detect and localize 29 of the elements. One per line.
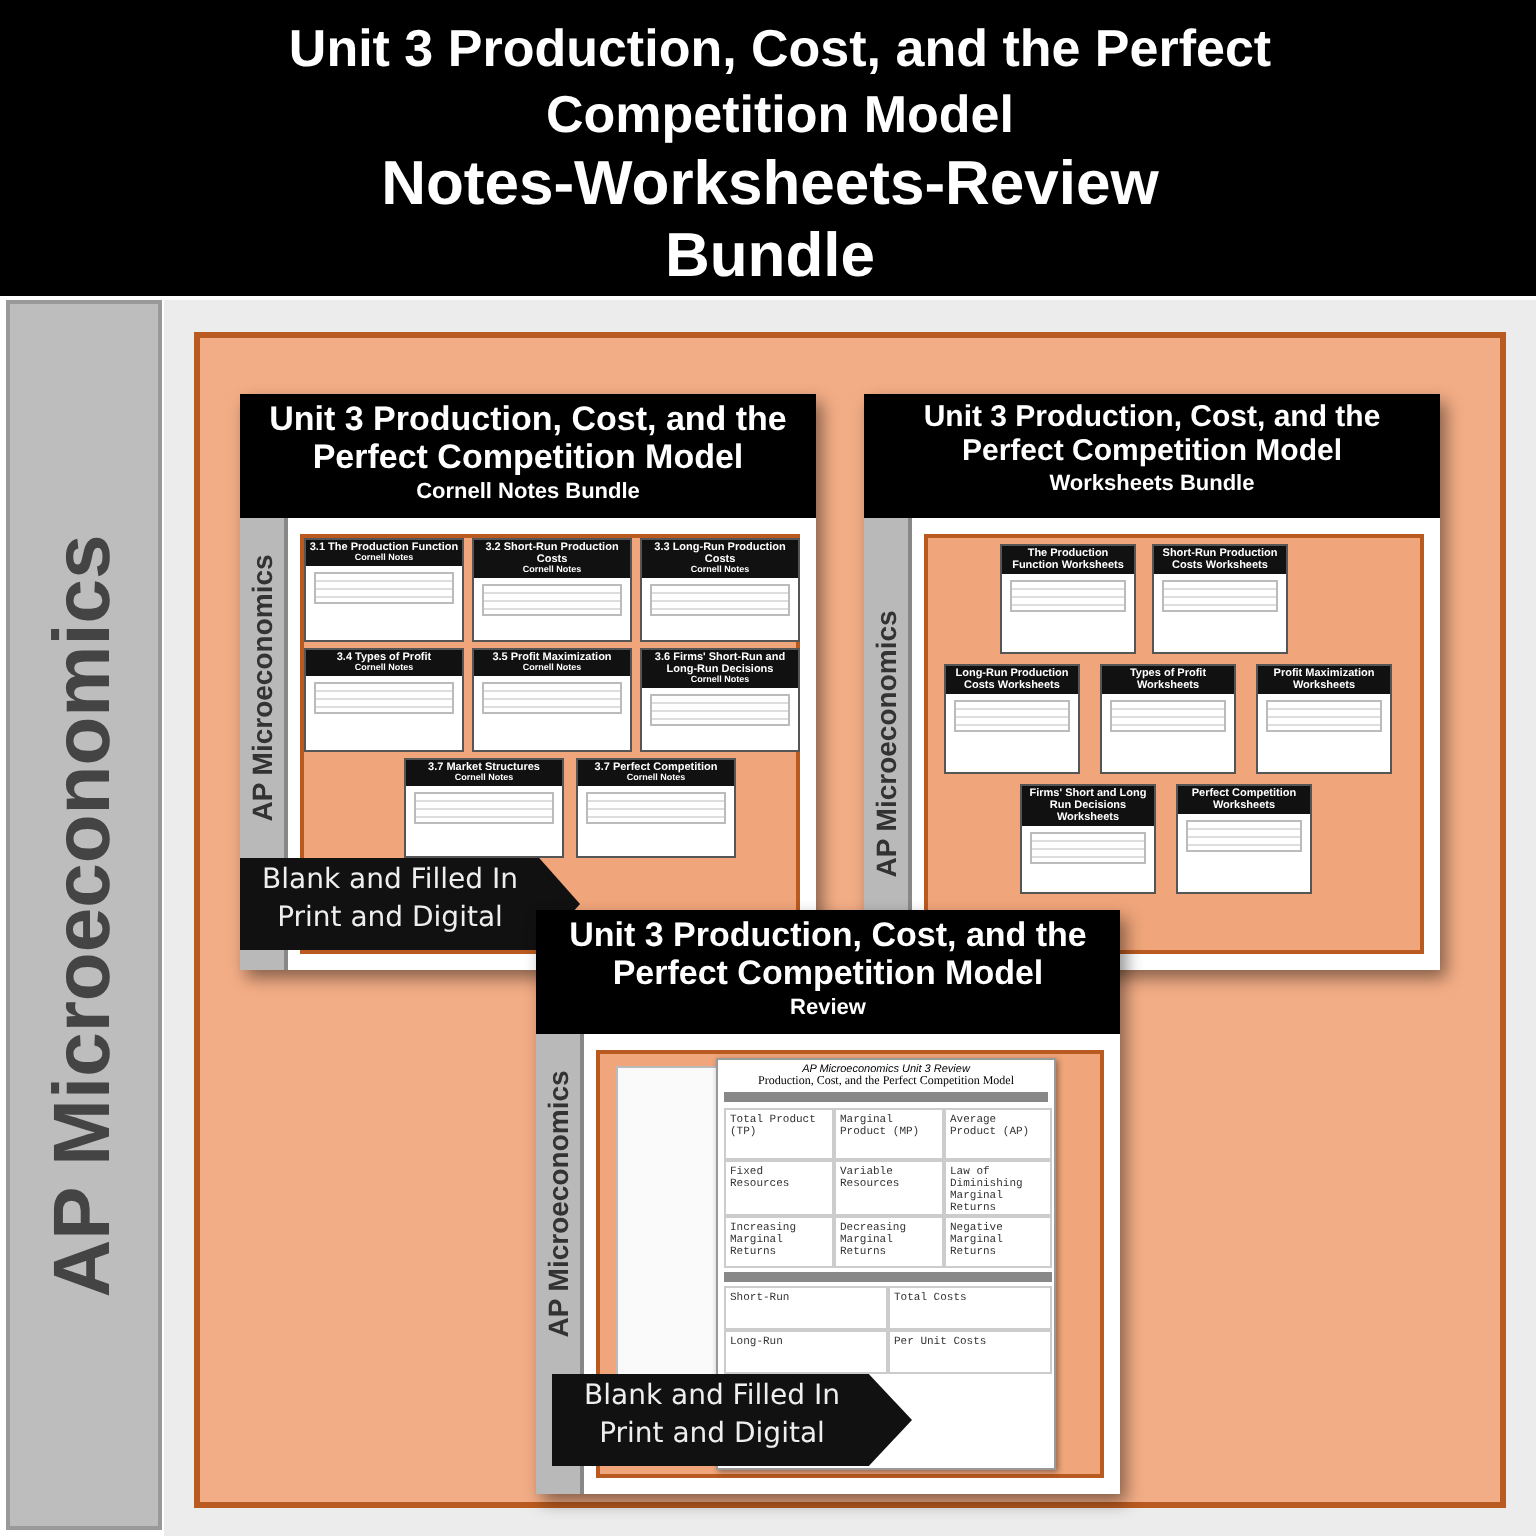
label-banner: Blank and Filled In Print and Digital xyxy=(552,1374,912,1466)
thumbnail-cover xyxy=(640,538,800,642)
side-label: AP Microeconomics xyxy=(542,1070,574,1338)
cover-subtitle: Worksheets Bundle xyxy=(1047,472,1257,496)
thumbnail-cover xyxy=(1176,784,1312,894)
subtitle: Notes-Worksheets-Review Bundle xyxy=(379,148,1161,291)
cover-subtitle: Review xyxy=(788,996,868,1021)
thumbnail-cover xyxy=(472,648,632,752)
thumbnail-cover xyxy=(1152,544,1288,654)
cover-subtitle: Cornell Notes Bundle xyxy=(414,480,642,505)
thumbnail-cover xyxy=(1100,664,1236,774)
cover-title: Unit 3 Production, Cost, and the Perfect Competition Model xyxy=(921,402,1383,468)
thumbnail-cover xyxy=(1256,664,1392,774)
thumbnail-cover xyxy=(640,648,800,752)
side-label: AP Microeconomics xyxy=(870,610,902,878)
title: Unit 3 Production, Cost, and the Perfect Competition Model xyxy=(286,16,1274,146)
thumbnail-cover xyxy=(1000,544,1136,654)
thumbnail-cover xyxy=(404,758,564,858)
thumbnail-cover xyxy=(576,758,736,858)
side-label: AP Microeconomics xyxy=(246,554,278,822)
thumbnail-cover xyxy=(1020,784,1156,894)
thumbnail-cover xyxy=(944,664,1080,774)
side-label: AP Microeconomics xyxy=(39,533,129,1297)
cover-title: Unit 3 Production, Cost, and the Perfect Competition Model xyxy=(267,402,789,477)
review-cover xyxy=(536,910,1120,1494)
thumbnail-cover xyxy=(472,538,632,642)
cover-title: Unit 3 Production, Cost, and the Perfect Competition Model xyxy=(567,918,1089,993)
thumbnail-cover xyxy=(304,538,464,642)
thumbnail-cover xyxy=(304,648,464,752)
